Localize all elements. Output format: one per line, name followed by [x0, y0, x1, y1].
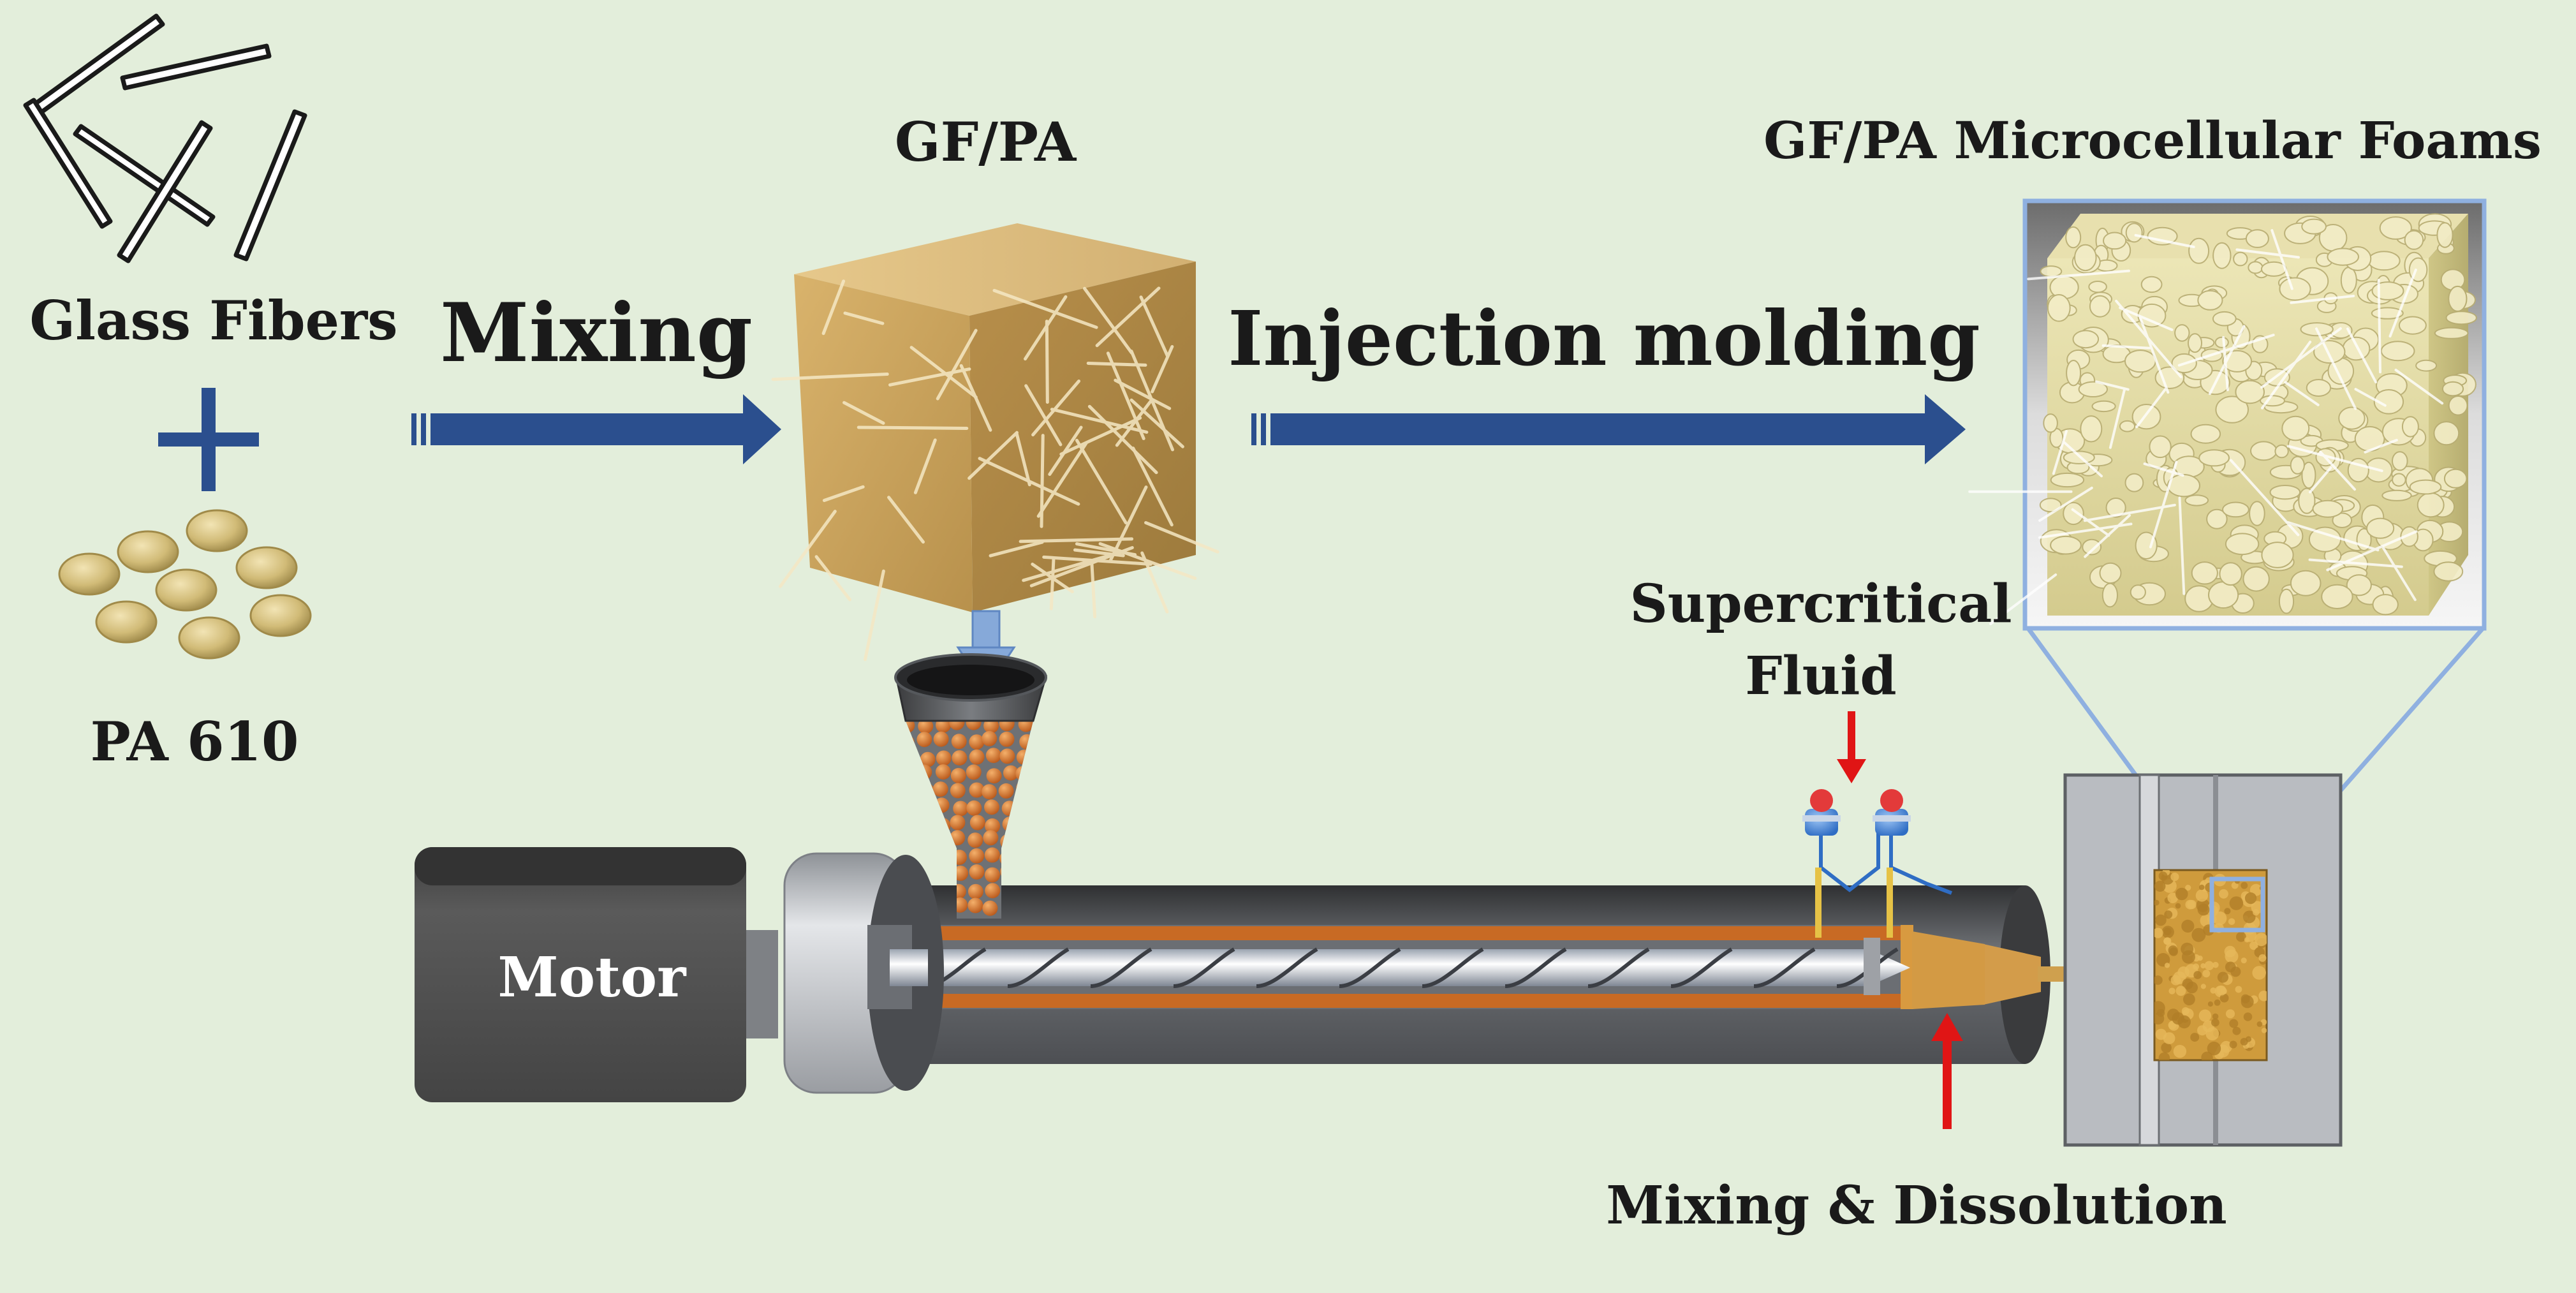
foams-label: GF/PA Microcellular Foams: [1763, 110, 2542, 170]
injection-molding-label: Injection molding: [1228, 294, 1980, 383]
pa610-label: PA 610: [91, 710, 299, 773]
gfpa-label: GF/PA: [895, 110, 1077, 174]
supercritical-label: Supercritical: [1630, 573, 2012, 635]
injection-molding-arrow: [1251, 394, 1966, 464]
scf-inlet-arrow: [1837, 711, 1866, 783]
glass-fibers-label: Glass Fibers: [29, 289, 397, 352]
mixing-label: Mixing: [440, 286, 753, 380]
gfpa-composite-cube: [773, 223, 1218, 660]
valve-right-icon: [1873, 789, 1911, 836]
motor-label: Motor: [498, 945, 688, 1010]
mold: [2065, 775, 2341, 1145]
mixing-dissolution-label: Mixing & Dissolution: [1606, 1175, 2226, 1236]
pa610-pellets-icon: [59, 510, 311, 658]
fluid-label: Fluid: [1745, 646, 1896, 707]
glass-fibers-icon: [26, 16, 305, 261]
gfpa-foam-cube: [1969, 201, 2484, 628]
valve-left-icon: [1802, 789, 1841, 836]
plus-icon: [158, 388, 259, 491]
mixing-arrow: [411, 394, 781, 464]
